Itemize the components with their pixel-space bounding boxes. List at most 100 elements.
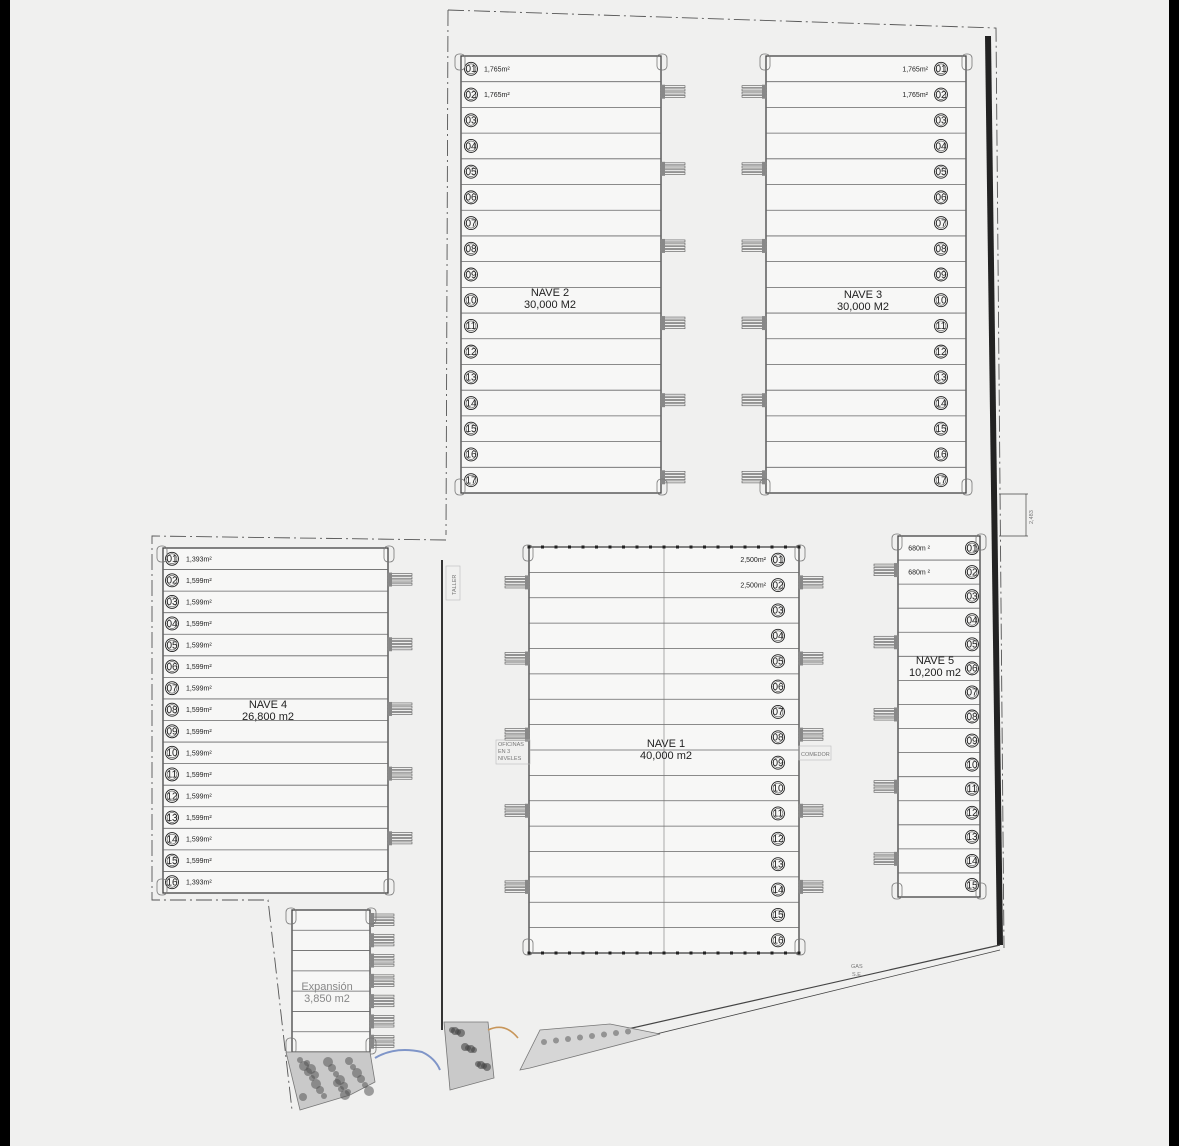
unit-number-ring	[465, 397, 477, 409]
column-mark	[743, 545, 747, 549]
unit-number: 01	[935, 64, 947, 75]
dock-leveler	[799, 651, 803, 666]
unit-number-ring	[966, 807, 978, 819]
comedor-label-group: COMEDOR	[798, 745, 832, 761]
unit-area: 1,599m²	[186, 793, 212, 800]
unit-number-circle	[934, 139, 948, 153]
unit-number-ring	[935, 63, 947, 75]
unit-number-circle	[771, 831, 785, 846]
unit-number-ring	[772, 782, 784, 794]
unit-number-circle	[464, 318, 478, 333]
dock-leveler	[388, 637, 392, 652]
dock-leveler	[894, 707, 898, 722]
unit-number: 10	[465, 296, 477, 307]
unit-area: 1,599m²	[186, 837, 212, 844]
column-mark	[649, 951, 652, 955]
corner-ramp	[454, 53, 466, 71]
tree	[333, 1071, 339, 1077]
unit-area: 1,599m²	[186, 772, 212, 779]
dock-leveler	[661, 161, 665, 176]
column-mark	[527, 545, 531, 549]
tree	[345, 1089, 351, 1095]
unit-number: 06	[465, 193, 477, 204]
dock-leveler	[799, 575, 803, 590]
column-mark	[662, 545, 666, 549]
north-east-boundary	[447, 9, 1005, 949]
unit-number: 03	[465, 116, 477, 127]
dimension-group: 2,483	[999, 493, 1035, 537]
unit-number-ring	[465, 115, 477, 126]
unit-number: 06	[966, 664, 978, 675]
unit-number: 01	[465, 64, 477, 75]
unit-number-ring	[772, 630, 784, 642]
unit-number-circle	[934, 61, 948, 76]
unit-number-ring	[166, 682, 178, 694]
unit-number-ring	[935, 269, 947, 280]
unit-number-circle	[165, 789, 179, 803]
unit-number-ring	[465, 63, 477, 75]
unit-number-circle	[464, 113, 478, 128]
unit-number-ring	[166, 769, 178, 780]
unit-number-ring	[166, 726, 178, 737]
unit-number-ring	[966, 639, 978, 650]
unit-number-circle	[934, 318, 948, 333]
corner-ramp	[522, 938, 534, 956]
dock-leveler	[799, 803, 803, 818]
unit-number: 13	[935, 373, 947, 384]
unit-number-circle	[165, 573, 179, 588]
unit-number-ring	[166, 790, 178, 802]
unit-number: 12	[935, 347, 947, 358]
unit-number-circle	[771, 578, 785, 593]
unit-number-ring	[966, 542, 978, 554]
unit-number-ring	[935, 89, 947, 100]
unit-number: 08	[935, 244, 947, 255]
unit-number-ring	[935, 372, 947, 383]
unit-number-circle	[934, 370, 948, 385]
nave4-area: 26,800 m2	[242, 711, 294, 723]
unit-number-ring	[772, 706, 784, 718]
unit-number-circle	[464, 370, 478, 385]
unit-number-circle	[165, 681, 179, 696]
unit-number-circle	[165, 745, 179, 760]
west-boundary	[151, 535, 447, 1111]
tree	[625, 1028, 631, 1035]
column-mark	[608, 951, 612, 955]
column-mark	[595, 545, 598, 549]
column-mark	[608, 545, 612, 549]
corner-ramp	[794, 544, 806, 562]
unit-number: 07	[772, 707, 784, 718]
unit-number-ring	[966, 614, 978, 626]
column-mark	[784, 951, 787, 955]
corner-ramp	[961, 53, 973, 71]
column-mark	[676, 545, 679, 549]
unit-number-ring	[935, 166, 947, 177]
dock-leveler	[762, 238, 766, 253]
nave3-area: 30,000 M2	[837, 301, 889, 313]
dock-leveler	[661, 470, 665, 485]
tree	[299, 1093, 307, 1101]
unit-number-circle	[165, 551, 179, 566]
unit-number: 04	[166, 619, 178, 630]
nave4-title: NAVE 4	[249, 699, 287, 711]
unit-number-ring	[966, 831, 978, 843]
tree	[362, 1082, 368, 1088]
unit-number: 09	[772, 758, 784, 769]
unit-number-ring	[772, 681, 784, 692]
dock-leveler	[388, 831, 392, 846]
unit-number: 16	[166, 878, 178, 889]
taller-label: TALLER	[452, 575, 458, 595]
unit-area: 1,599m²	[186, 707, 212, 714]
unit-area: 1,599m²	[186, 664, 212, 671]
unit-number-circle	[771, 857, 785, 872]
unit-number-circle	[165, 853, 179, 868]
unit-number-ring	[772, 554, 784, 565]
unit-number-ring	[465, 269, 477, 280]
unit-number-ring	[465, 423, 477, 434]
tree	[364, 1086, 374, 1096]
unit-area: 1,393m²	[186, 556, 212, 563]
corner-ramp	[759, 478, 771, 496]
unit-number-circle	[965, 733, 979, 748]
tree	[345, 1057, 353, 1065]
unit-number-ring	[935, 397, 947, 409]
